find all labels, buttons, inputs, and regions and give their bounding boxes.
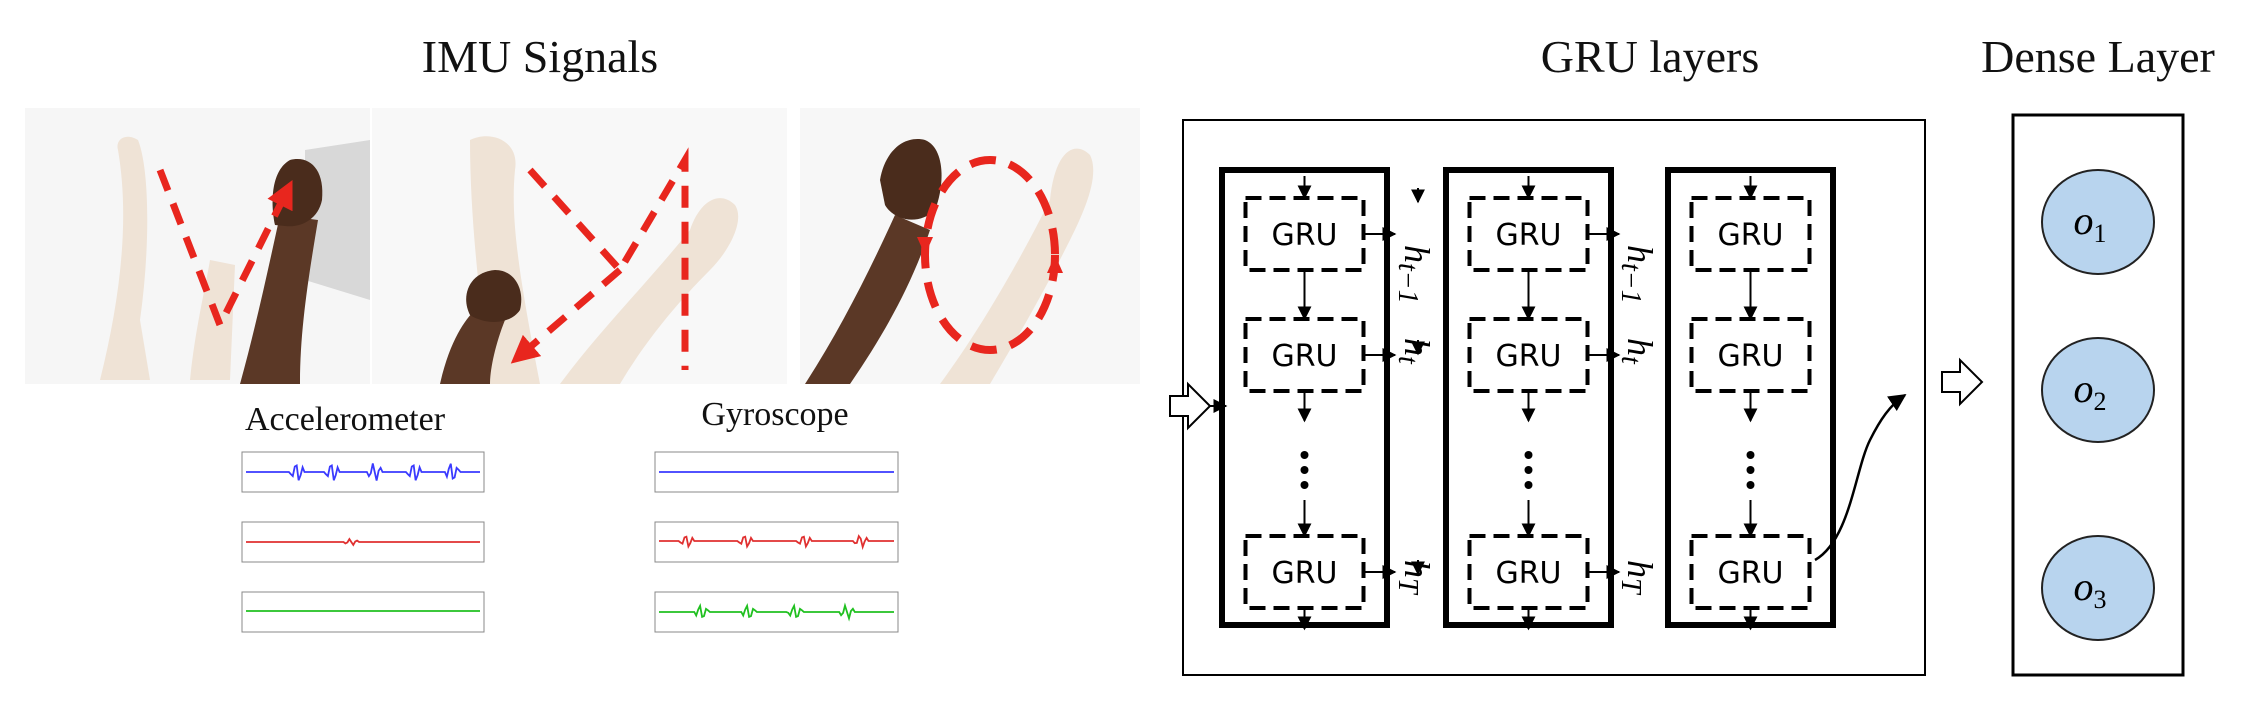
- svg-text:o3: o3: [2074, 564, 2107, 614]
- svg-text:GRU: GRU: [1271, 339, 1337, 374]
- svg-text:GRU: GRU: [1271, 218, 1337, 253]
- gru-cell: GRU: [1689, 534, 1812, 610]
- gru-cell: GRU: [1243, 317, 1366, 393]
- ellipsis-icon: [1746, 451, 1755, 489]
- gru-cell: GRU: [1689, 317, 1812, 393]
- gru-cell: GRU: [1689, 196, 1812, 272]
- accelerometer-label: Accelerometer: [245, 401, 446, 438]
- last-state-arrow: [1814, 393, 1907, 562]
- gyro-z-plot: [654, 591, 899, 633]
- svg-text:GRU: GRU: [1717, 556, 1783, 591]
- accel-x-plot: [241, 451, 485, 493]
- dense-layer-frame: [2011, 113, 2185, 677]
- svg-text:o1: o1: [2074, 198, 2107, 248]
- ellipsis-icon: [1300, 451, 1309, 489]
- svg-text:o2: o2: [2074, 366, 2107, 416]
- gru-column-3: GRU GRU GRU: [1665, 167, 1836, 631]
- svg-text:ht−1: ht−1: [1392, 245, 1437, 304]
- hidden-state-label-t-col2: ht: [1615, 338, 1660, 365]
- svg-text:GRU: GRU: [1717, 339, 1783, 374]
- gru-cell: GRU: [1467, 534, 1590, 610]
- gyro-x-plot: [654, 451, 899, 493]
- hidden-state-label-t: ht: [1392, 338, 1437, 365]
- output-node-3: o3: [2041, 535, 2155, 641]
- svg-text:ht: ht: [1615, 338, 1660, 365]
- gyroscope-label: Gyroscope: [701, 396, 848, 433]
- gru-layers-title: GRU layers: [1541, 31, 1759, 82]
- gru-columns: GRU GRU GRU GRU GRU GRU GRU GRU GRU: [1219, 167, 1836, 631]
- svg-text:GRU: GRU: [1495, 339, 1561, 374]
- hidden-state-label-t-minus-1-col2: ht−1: [1615, 245, 1660, 304]
- gru-cell: GRU: [1467, 196, 1590, 272]
- svg-text:GRU: GRU: [1271, 556, 1337, 591]
- svg-text:GRU: GRU: [1495, 556, 1561, 591]
- gesture-photo-3: [800, 108, 1140, 384]
- gru-column-1: GRU GRU GRU: [1219, 167, 1397, 631]
- gyroscope-plots: [654, 451, 899, 633]
- gru-cell: GRU: [1243, 196, 1366, 272]
- imu-signals-title: IMU Signals: [422, 31, 658, 82]
- gru-cell: GRU: [1243, 534, 1366, 610]
- svg-text:ht: ht: [1392, 338, 1437, 365]
- ellipsis-icon: [1524, 451, 1533, 489]
- gyro-y-plot: [654, 521, 899, 563]
- accelerometer-plots: [241, 451, 485, 633]
- output-node-1: o1: [2041, 169, 2155, 275]
- hidden-state-labels: ht−1 ht hT ht−1 ht hT: [1392, 188, 1660, 596]
- right-arrow-icon: [1169, 381, 1212, 431]
- gesture-photo-1: [25, 108, 370, 384]
- svg-text:hT: hT: [1615, 560, 1660, 596]
- svg-text:hT: hT: [1392, 560, 1437, 596]
- gru-column-2: GRU GRU GRU: [1443, 167, 1621, 631]
- svg-text:GRU: GRU: [1495, 218, 1561, 253]
- svg-text:ht−1: ht−1: [1615, 245, 1660, 304]
- svg-text:GRU: GRU: [1717, 218, 1783, 253]
- hidden-state-label-T-col2: hT: [1615, 560, 1660, 596]
- right-arrow-icon: [1941, 357, 1984, 407]
- accel-y-plot: [241, 521, 485, 563]
- output-node-2: o2: [2041, 337, 2155, 443]
- accel-z-plot: [241, 591, 485, 633]
- dense-layer-title: Dense Layer: [1981, 31, 2215, 82]
- gesture-photo-2: [372, 108, 787, 384]
- gru-cell: GRU: [1467, 317, 1590, 393]
- hidden-state-label-t-minus-1: ht−1: [1392, 188, 1437, 304]
- hidden-state-label-T: hT: [1392, 560, 1437, 596]
